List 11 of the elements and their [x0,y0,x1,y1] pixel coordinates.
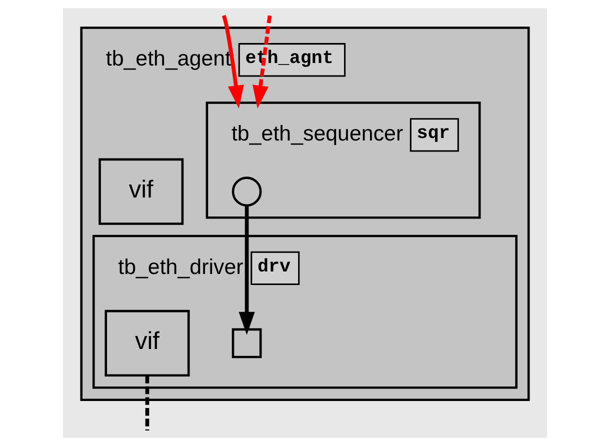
arrow [222,15,244,109]
node-label: drv [257,256,290,278]
node-circle [231,176,262,207]
node-box: vif [104,310,190,377]
arrow [238,206,254,335]
node-label: sqr [416,123,450,144]
node-box: vif [98,158,184,225]
node-box [231,328,262,358]
node-label: eth_agnt [244,48,333,70]
arrow [252,15,272,108]
connector [144,376,149,430]
